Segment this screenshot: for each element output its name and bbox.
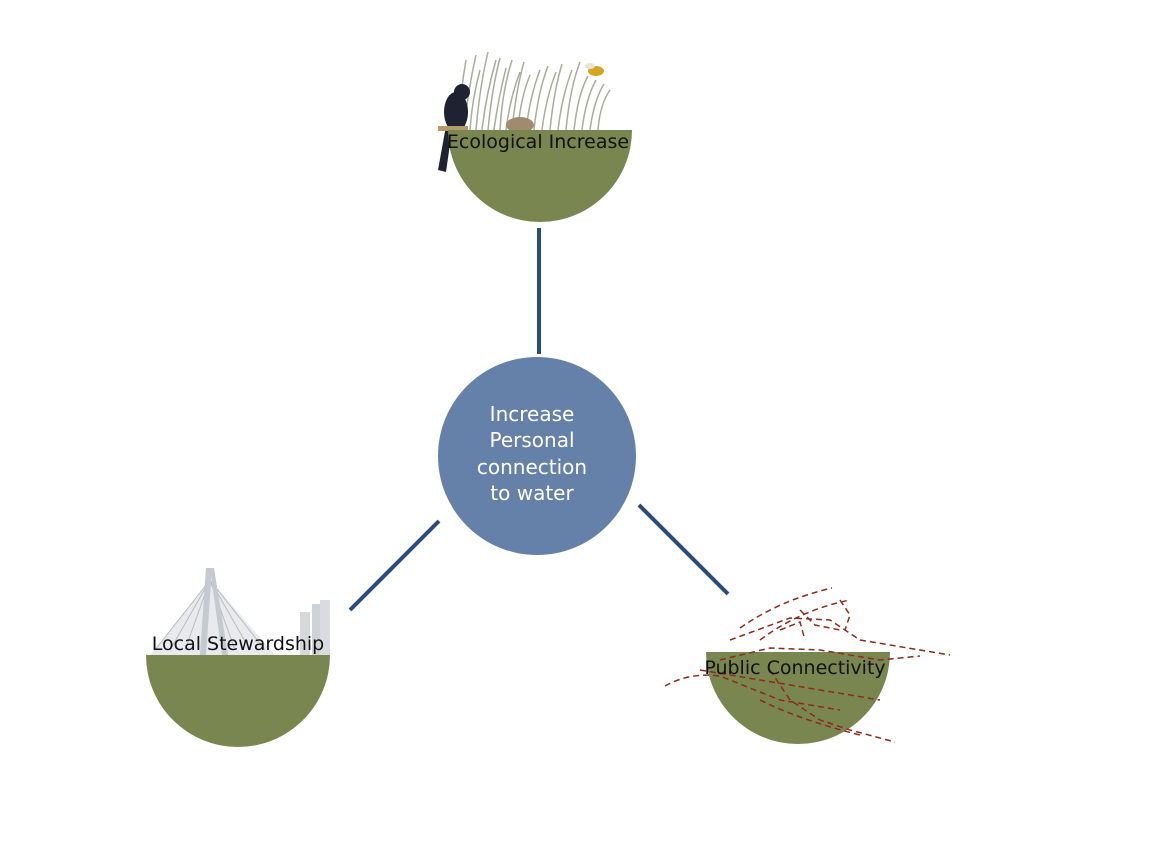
connectivity-bowl xyxy=(706,652,890,744)
connector-left xyxy=(348,519,441,612)
node-ecological: Ecological Increase xyxy=(438,51,632,222)
center-line-1: Increase xyxy=(490,402,575,426)
center-line-3: connection xyxy=(477,455,587,479)
node-connectivity: Public Connectivity xyxy=(664,587,951,744)
center-circle xyxy=(438,357,636,555)
ecological-label: Ecological Increase xyxy=(447,131,629,153)
connector-right xyxy=(637,503,730,596)
center-node: Increase Personal connection to water xyxy=(438,357,636,555)
center-line-2: Personal xyxy=(489,428,574,452)
center-line-4: to water xyxy=(490,481,574,505)
stewardship-label: Local Stewardship xyxy=(152,633,324,655)
ecological-bowl xyxy=(448,130,632,222)
node-stewardship: Local Stewardship xyxy=(146,568,330,747)
path-network-illustration xyxy=(664,587,951,743)
connectors xyxy=(348,228,730,612)
bee-icon xyxy=(585,63,604,76)
stewardship-bowl xyxy=(146,655,330,747)
frog-icon xyxy=(506,117,534,133)
connectivity-label: Public Connectivity xyxy=(704,657,885,679)
bridge-illustration xyxy=(150,568,330,655)
